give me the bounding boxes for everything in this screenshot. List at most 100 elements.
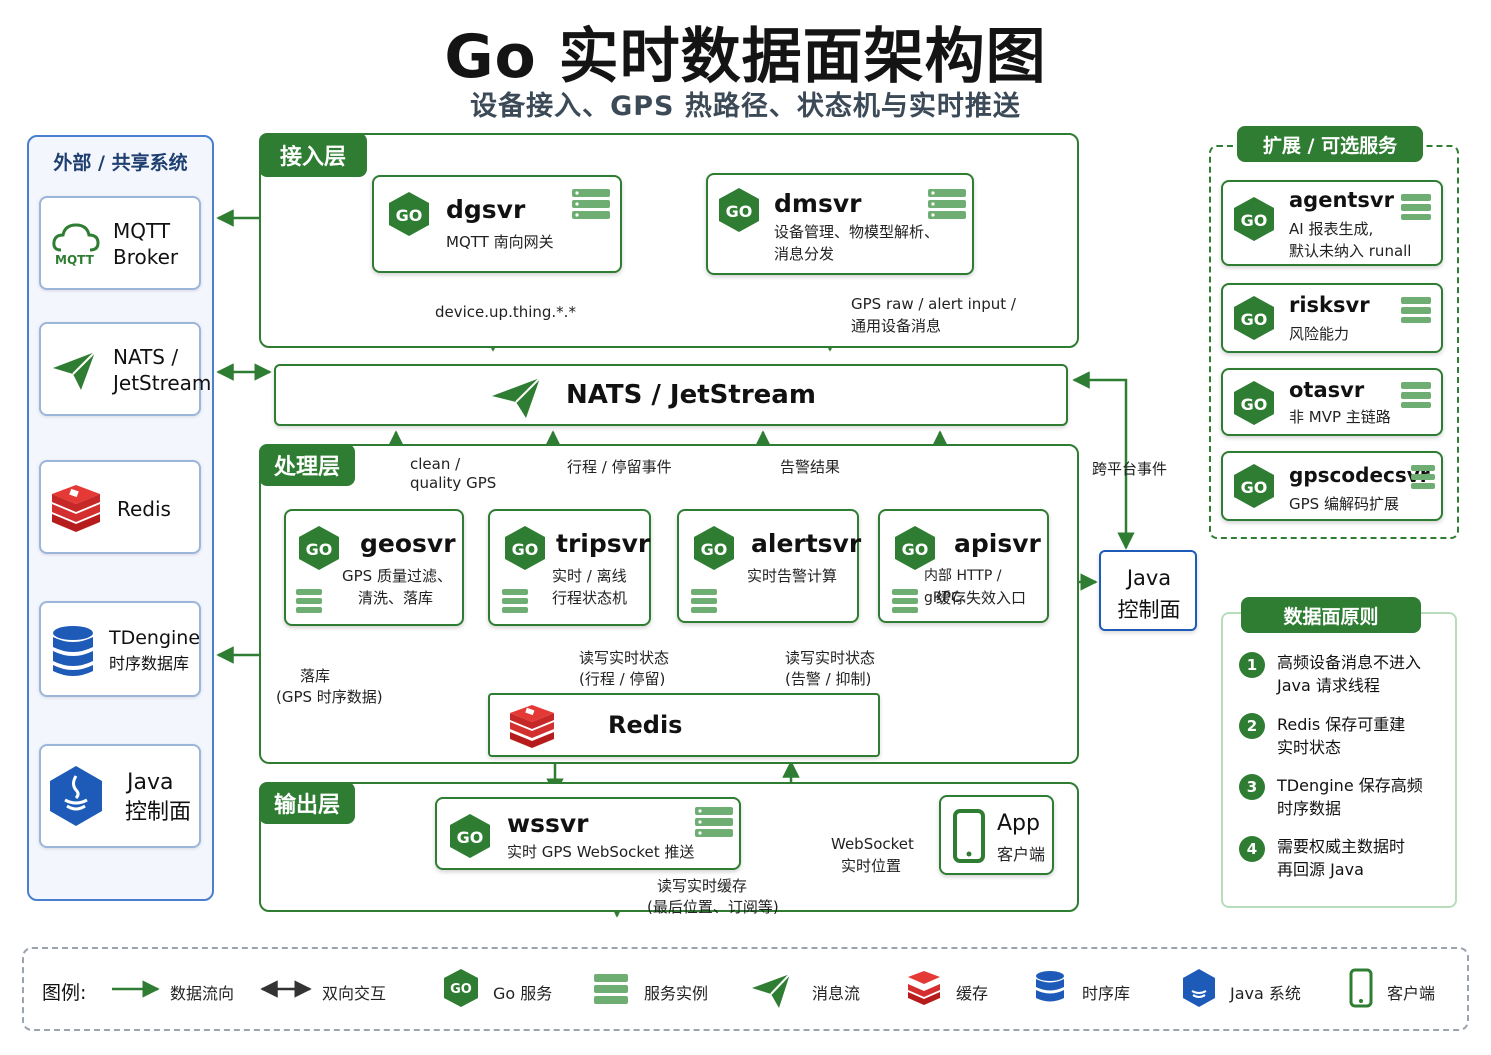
access-layer-tag: 接入层 <box>259 133 367 177</box>
svg-text:GO: GO <box>1241 211 1268 230</box>
dmsvr-name: dmsvr <box>774 189 862 218</box>
extension-name: gpscodecsvr <box>1289 463 1430 487</box>
svg-text:GO: GO <box>396 206 423 225</box>
extension-desc-1: AI 报表生成, <box>1289 220 1374 238</box>
redis-cache-label: Redis <box>608 711 683 739</box>
mqtt-label-2: Broker <box>113 245 179 269</box>
apisvr-desc-2: 缓存失效入口 <box>936 589 1027 607</box>
extension-card-otasvr[interactable]: GO otasvr 非 MVP 主链路 <box>1221 368 1443 436</box>
instance-stack-icon <box>691 589 717 613</box>
go-icon: GO <box>895 526 935 570</box>
paper-plane-icon <box>53 351 96 390</box>
legend-timeseries-db: 时序库 <box>1082 984 1131 1003</box>
dgsvr-card[interactable]: GO dgsvr MQTT 南向网关 <box>372 175 622 273</box>
extension-card-gpscodecsvr[interactable]: GO gpscodecsvr GPS 编解码扩展 <box>1221 451 1443 521</box>
extension-name: risksvr <box>1289 293 1370 317</box>
paper-plane-icon <box>492 377 541 418</box>
label-store-2: (GPS 时序数据) <box>276 688 383 706</box>
go-icon: GO <box>505 526 545 570</box>
svg-text:GO: GO <box>457 828 484 847</box>
redis-cache-box[interactable]: Redis <box>488 693 880 757</box>
java-ext-label-2: 控制面 <box>125 800 192 825</box>
dmsvr-desc-2: 消息分发 <box>774 245 835 263</box>
dmsvr-card[interactable]: GO dmsvr 设备管理、物模型解析、 消息分发 <box>706 173 974 275</box>
geosvr-desc-1: GPS 质量过滤、 <box>342 567 452 585</box>
nats-bar-label: NATS / JetStream <box>566 380 816 410</box>
go-icon: GO <box>299 526 339 570</box>
cloud-icon <box>52 223 100 252</box>
extension-desc-1: GPS 编解码扩展 <box>1289 495 1399 513</box>
legend-bidirectional: 双向交互 <box>322 984 387 1003</box>
nats-ext-label-2: JetStream <box>113 371 212 395</box>
go-icon: GO <box>1234 381 1274 425</box>
legend-cache: 缓存 <box>956 984 989 1003</box>
svg-text:GO: GO <box>512 540 539 559</box>
java-ext-card[interactable]: Java 控制面 <box>39 744 201 848</box>
mqtt-broker-card[interactable]: MQTT MQTT Broker <box>39 196 201 290</box>
principle-number: 1 <box>1239 652 1265 678</box>
svg-text:GO: GO <box>726 202 753 221</box>
redis-ext-card[interactable]: Redis <box>39 460 201 554</box>
label-gps-raw-2: 通用设备消息 <box>851 317 942 335</box>
app-label-1: App <box>997 811 1040 836</box>
extension-card-agentsvr[interactable]: GO agentsvr AI 报表生成, 默认未纳入 runall <box>1221 180 1443 266</box>
apisvr-card[interactable]: GO apisvr 内部 HTTP / gRPC、 缓存失效入口 <box>878 509 1049 623</box>
geosvr-card[interactable]: GO geosvr GPS 质量过滤、 清洗、落库 <box>284 509 464 626</box>
wssvr-desc: 实时 GPS WebSocket 推送 <box>507 843 695 861</box>
label-rw-alert-1: 读写实时状态 <box>785 649 876 667</box>
label-gps-raw-1: GPS raw / alert input / <box>851 295 1016 313</box>
tripsvr-desc-1: 实时 / 离线 <box>552 567 627 585</box>
tdengine-label-1: TDengine <box>109 627 201 649</box>
extension-desc-1: 非 MVP 主链路 <box>1289 408 1391 426</box>
legend-box <box>22 947 1469 1031</box>
extension-desc-2: 默认未纳入 runall <box>1289 242 1412 260</box>
principle-line-1: TDengine 保存高频 <box>1277 776 1423 795</box>
principle-line-2: 实时状态 <box>1277 738 1342 757</box>
dmsvr-desc-1: 设备管理、物模型解析、 <box>774 223 940 241</box>
wssvr-name: wssvr <box>507 809 589 838</box>
external-panel-title: 外部 / 共享系统 <box>53 152 188 174</box>
instance-stack-icon <box>928 189 966 219</box>
apisvr-desc-1: 内部 HTTP / gRPC、 <box>924 568 1002 606</box>
instance-stack-icon <box>572 189 610 219</box>
extension-card-risksvr[interactable]: GO risksvr 风险能力 <box>1221 283 1443 353</box>
svg-text:GO: GO <box>1241 478 1268 497</box>
go-icon: GO <box>719 188 759 232</box>
label-clean-2: quality GPS <box>410 474 497 492</box>
principle-number: 3 <box>1239 774 1265 800</box>
mqtt-icon-text: MQTT <box>55 253 94 267</box>
principle-line-1: 高频设备消息不进入 <box>1277 653 1422 672</box>
tripsvr-name: tripsvr <box>556 529 651 558</box>
go-icon: GO <box>1234 296 1274 340</box>
page-title: Go 实时数据面架构图 <box>444 22 1047 92</box>
database-icon <box>53 626 93 676</box>
dgsvr-desc: MQTT 南向网关 <box>446 233 554 251</box>
label-rw-alert-2: (告警 / 抑制) <box>785 670 872 688</box>
java-control-card[interactable]: Java 控制面 <box>1099 550 1197 631</box>
arrow-cross-platform <box>1072 371 1135 550</box>
principles-title: 数据面原则 <box>1241 597 1421 633</box>
legend-message-flow: 消息流 <box>812 984 861 1003</box>
app-client-card[interactable]: App 客户端 <box>939 795 1054 875</box>
go-icon: GO <box>450 814 490 858</box>
nats-ext-card[interactable]: NATS / JetStream <box>39 322 211 416</box>
nats-jetstream-bar[interactable]: NATS / JetStream <box>274 364 1068 426</box>
principle-line-1: 需要权威主数据时 <box>1277 837 1406 856</box>
page-subtitle: 设备接入、GPS 热路径、状态机与实时推送 <box>470 91 1021 122</box>
tripsvr-desc-2: 行程状态机 <box>552 589 628 607</box>
tripsvr-card[interactable]: GO tripsvr 实时 / 离线 行程状态机 <box>488 509 651 626</box>
legend-java-system: Java 系统 <box>1230 984 1301 1003</box>
alertsvr-card[interactable]: GO alertsvr 实时告警计算 <box>677 509 862 623</box>
svg-text:GO: GO <box>902 540 929 559</box>
tdengine-card[interactable]: TDengine 时序数据库 <box>39 601 201 697</box>
alertsvr-name: alertsvr <box>751 529 862 558</box>
instance-stack-icon <box>892 589 918 613</box>
label-cross-platform: 跨平台事件 <box>1092 460 1168 478</box>
wssvr-card[interactable]: GO wssvr 实时 GPS WebSocket 推送 <box>435 797 741 870</box>
principle-line-1: Redis 保存可重建 <box>1277 715 1406 734</box>
instance-stack-icon <box>1401 382 1431 408</box>
java-control-label-2: 控制面 <box>1117 598 1181 622</box>
go-icon: GO <box>1234 464 1274 508</box>
principle-line-2: 时序数据 <box>1277 799 1342 818</box>
